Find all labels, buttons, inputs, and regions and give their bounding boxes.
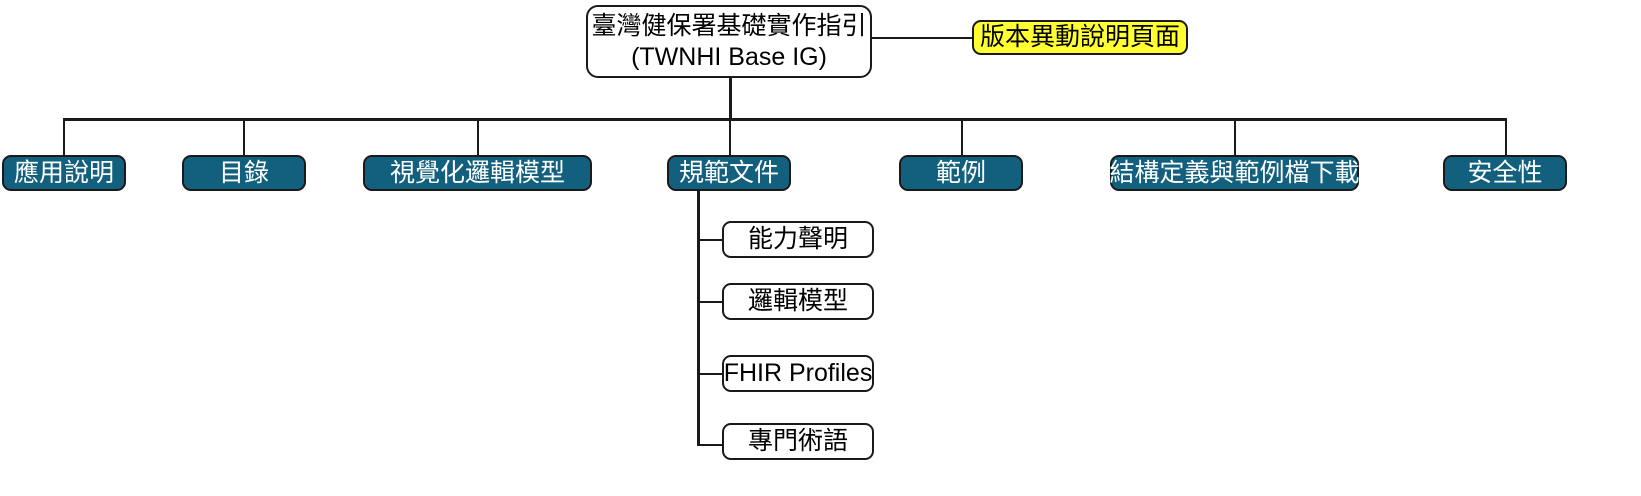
connector-main-bus <box>64 118 1507 121</box>
connector-sub-spine <box>697 191 700 446</box>
connector-sub-elbow-3 <box>697 444 723 446</box>
nav-node-label-0: 應用說明 <box>14 158 115 187</box>
nav-node-label-4: 範例 <box>935 158 986 187</box>
nav-node-specification-documents[interactable]: 規範文件 <box>667 155 791 191</box>
connector-drop-nav-5 <box>1234 118 1236 155</box>
sub-node-label-1: 邏輯模型 <box>747 287 848 316</box>
connector-sub-elbow-1 <box>697 301 723 303</box>
nav-node-label-3: 規範文件 <box>679 158 780 187</box>
connector-drop-nav-4 <box>961 118 963 155</box>
nav-node-label-6: 安全性 <box>1467 158 1543 187</box>
note-node-version-change-page[interactable]: 版本異動說明頁面 <box>972 20 1188 55</box>
nav-node-structure-definitions-and-examples-download[interactable]: 結構定義與範例檔下載 <box>1109 155 1360 191</box>
connector-root-to-note <box>872 37 972 39</box>
nav-node-security[interactable]: 安全性 <box>1443 155 1567 191</box>
nav-node-label-5: 結構定義與範例檔下載 <box>1109 158 1360 187</box>
nav-node-table-of-contents[interactable]: 目錄 <box>182 155 306 191</box>
sub-node-label-0: 能力聲明 <box>747 225 848 254</box>
sub-node-label-2: FHIR Profiles <box>723 359 873 388</box>
sub-node-capability-statement[interactable]: 能力聲明 <box>722 221 874 258</box>
sub-node-terminology[interactable]: 專門術語 <box>722 423 874 460</box>
connector-drop-nav-6 <box>1505 118 1507 155</box>
nav-node-examples[interactable]: 範例 <box>899 155 1023 191</box>
connector-root-stem <box>729 78 732 120</box>
connector-drop-nav-2 <box>477 118 479 155</box>
sub-node-label-3: 專門術語 <box>747 427 848 456</box>
connector-sub-elbow-0 <box>697 239 723 241</box>
connector-drop-nav-3 <box>729 118 731 155</box>
nav-node-label-1: 目錄 <box>218 158 269 187</box>
root-node-twnhi-base-ig[interactable]: 臺灣健保署基礎實作指引 (TWNHI Base IG) <box>586 5 872 78</box>
connector-drop-nav-0 <box>63 118 65 155</box>
sub-node-fhir-profiles[interactable]: FHIR Profiles <box>722 355 874 392</box>
root-node-title-line2: (TWNHI Base IG) <box>631 42 827 71</box>
connector-sub-elbow-2 <box>697 373 723 375</box>
root-node-title-line1: 臺灣健保署基礎實作指引 <box>591 12 867 40</box>
nav-node-visual-logical-model[interactable]: 視覺化邏輯模型 <box>363 155 592 191</box>
connector-drop-nav-1 <box>243 118 245 155</box>
nav-node-label-2: 視覺化邏輯模型 <box>389 158 565 187</box>
note-node-label: 版本異動說明頁面 <box>979 23 1180 52</box>
sub-node-logical-model[interactable]: 邏輯模型 <box>722 283 874 320</box>
nav-node-application-notes[interactable]: 應用說明 <box>2 155 126 191</box>
